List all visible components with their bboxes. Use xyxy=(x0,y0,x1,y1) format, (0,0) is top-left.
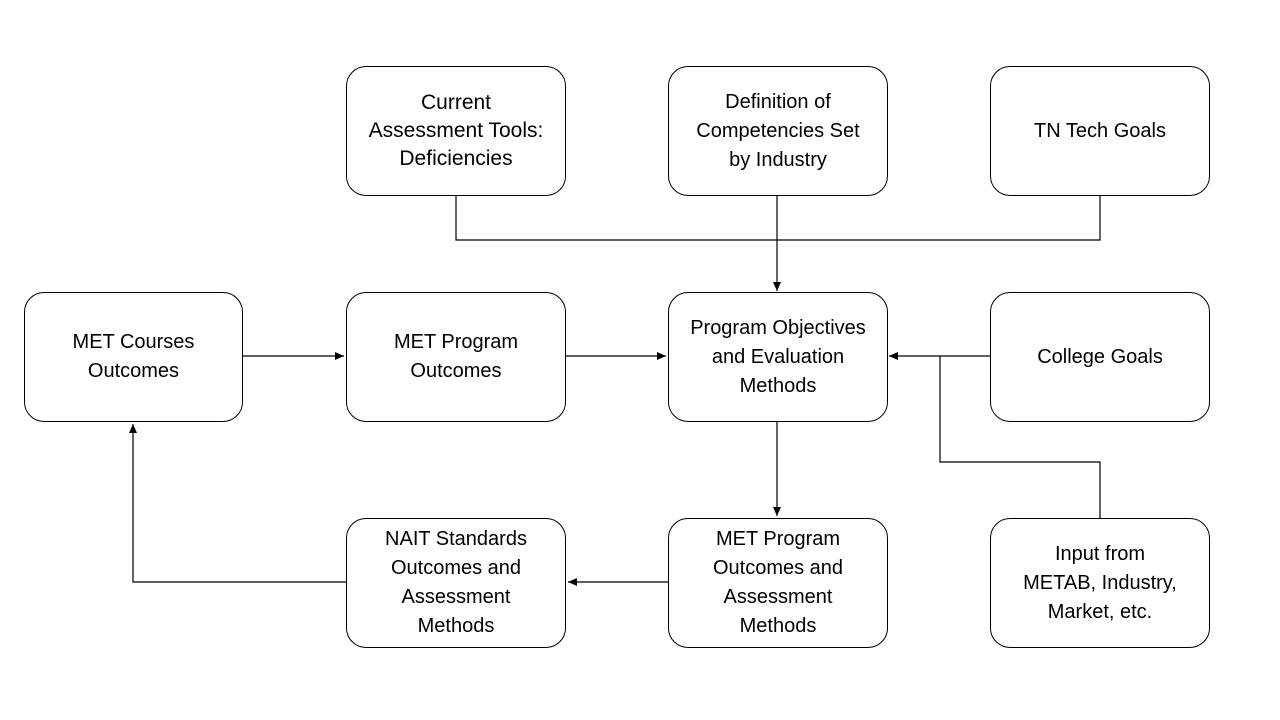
program-objectives-label: Program Objectives and Evaluation Method… xyxy=(690,316,866,397)
met-program-outcomes-assessment-label: MET Program Outcomes and Assessment Meth… xyxy=(712,528,844,637)
tn-tech-goals-label: TN Tech Goals xyxy=(1034,119,1166,142)
definition-of-competencies-label: Definition of Competencies Set by Indust… xyxy=(696,90,860,171)
met-program-outcomes-assessment-box: MET Program Outcomes and Assessment Meth… xyxy=(668,518,888,648)
definition-of-competencies-box: Definition of Competencies Set by Indust… xyxy=(668,66,888,196)
current-assessment-tools-box: Current Assessment Tools: Deficiencies xyxy=(346,66,566,196)
connector-nait-to-courses xyxy=(129,424,346,583)
connector-input-metab xyxy=(939,356,1101,518)
met-courses-outcomes-label: MET Courses Outcomes xyxy=(72,331,195,382)
met-courses-outcomes-box: MET Courses Outcomes xyxy=(24,292,243,422)
nait-standards-box: NAIT Standards Outcomes and Assessment M… xyxy=(346,518,566,648)
college-goals-label: College Goals xyxy=(1037,345,1163,368)
college-goals-box: College Goals xyxy=(990,292,1210,422)
input-from-metab-label: Input from METAB, Industry, Market, etc. xyxy=(1023,542,1177,623)
current-assessment-tools-label: Current Assessment Tools: Deficiencies xyxy=(368,91,544,170)
met-program-outcomes-label: MET Program Outcomes xyxy=(393,331,519,382)
met-program-outcomes-box: MET Program Outcomes xyxy=(346,292,566,422)
nait-standards-label: NAIT Standards Outcomes and Assessment M… xyxy=(385,528,527,637)
input-from-metab-box: Input from METAB, Industry, Market, etc. xyxy=(990,518,1210,648)
program-objectives-box: Program Objectives and Evaluation Method… xyxy=(668,292,888,422)
tn-tech-goals-box: TN Tech Goals xyxy=(990,66,1210,196)
connector-tn-tech-goals xyxy=(777,196,1101,241)
connector-current-assessment xyxy=(455,196,777,241)
